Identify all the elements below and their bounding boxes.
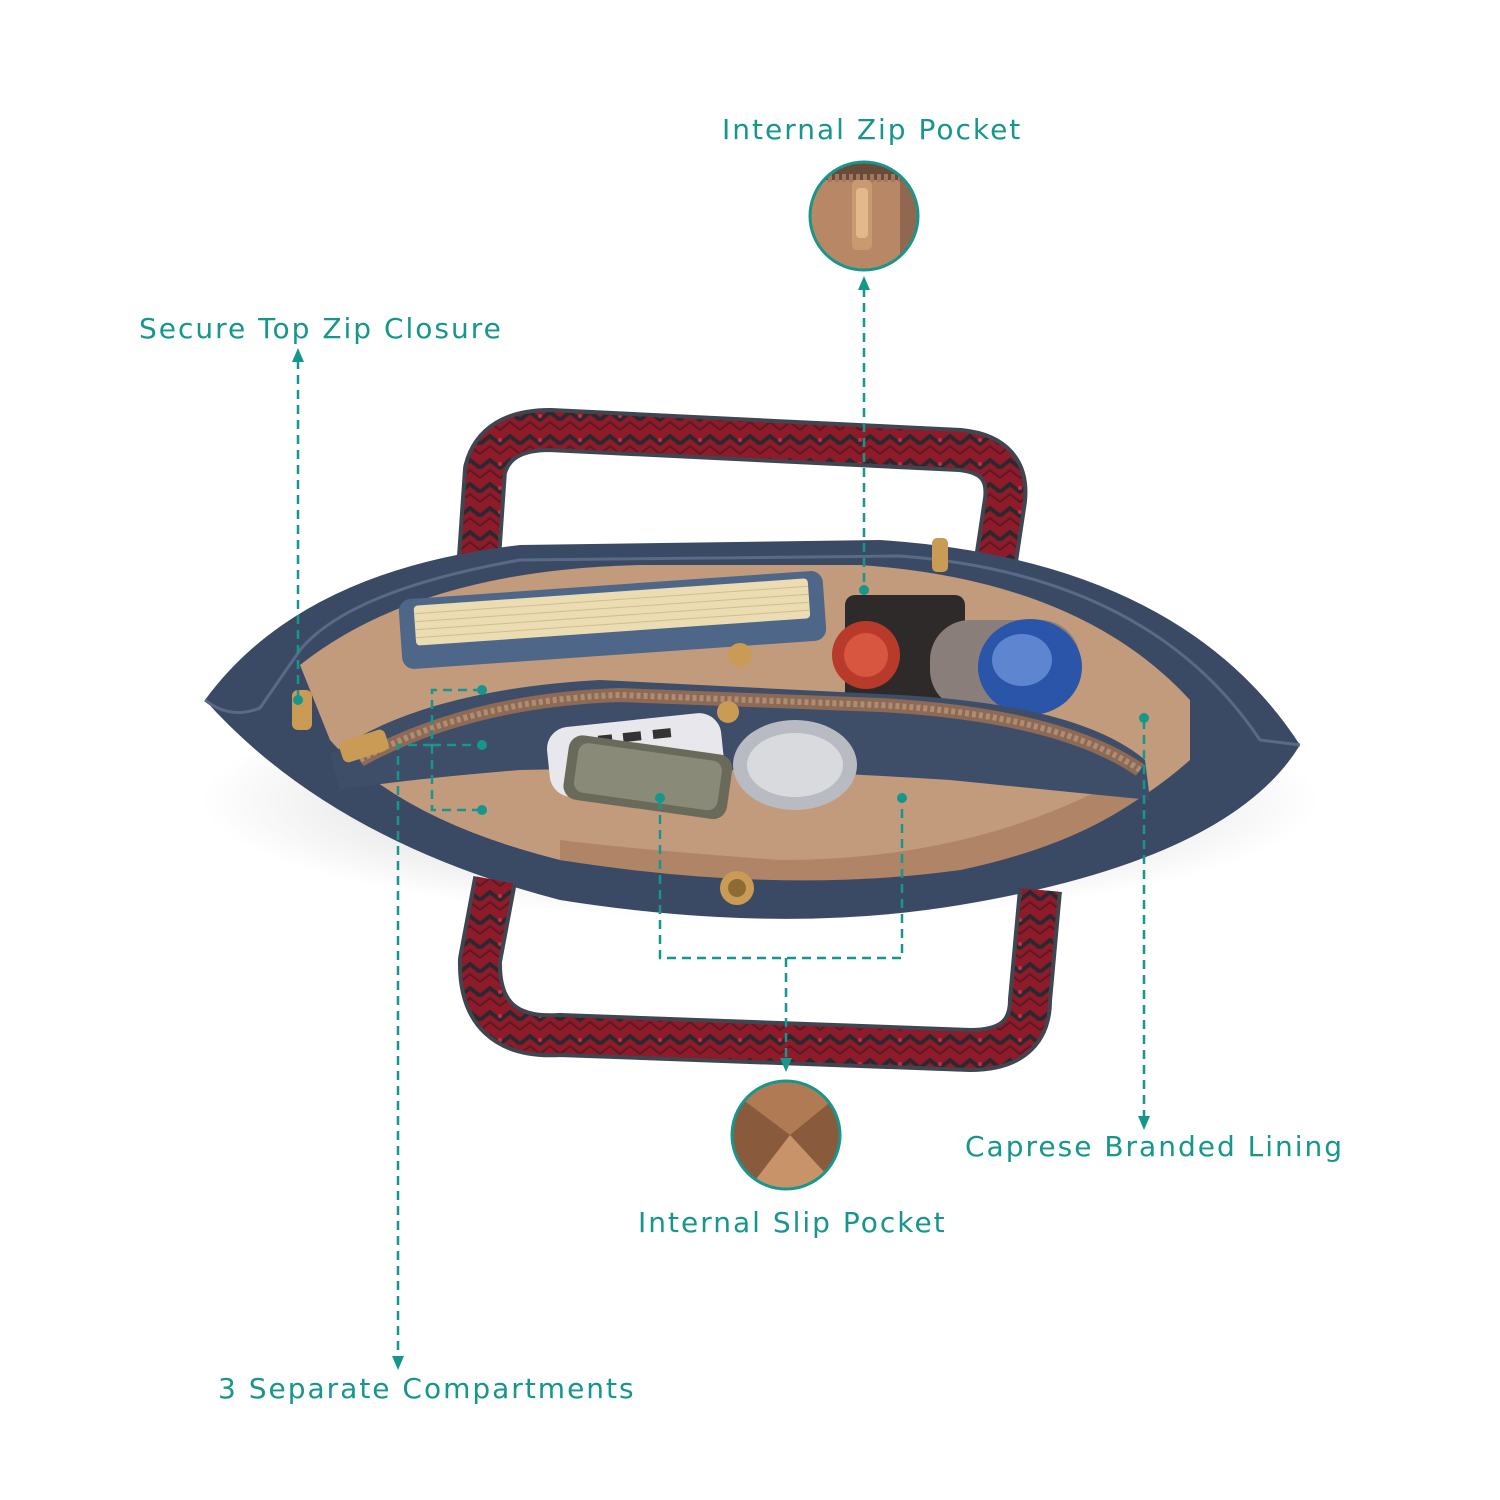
internal-zip-pocket-label: Internal Zip Pocket: [722, 113, 1023, 146]
internal-slip-pocket-label: Internal Slip Pocket: [638, 1206, 947, 1239]
secure-top-zip-label: Secure Top Zip Closure: [139, 312, 503, 345]
separate-compartments-label: 3 Separate Compartments: [218, 1372, 636, 1405]
slip-pocket-detail-image: [730, 1079, 842, 1191]
gadget-items: [546, 713, 857, 820]
branded-lining-label: Caprese Branded Lining: [965, 1130, 1345, 1163]
anchor-dots: [293, 585, 1149, 815]
notebook-item: [398, 571, 827, 669]
zip-pocket-detail-image: [808, 160, 920, 272]
callout-lines: [296, 288, 1146, 1358]
cosmetic-items: [832, 595, 1082, 715]
arrow-heads: [292, 276, 1150, 1370]
